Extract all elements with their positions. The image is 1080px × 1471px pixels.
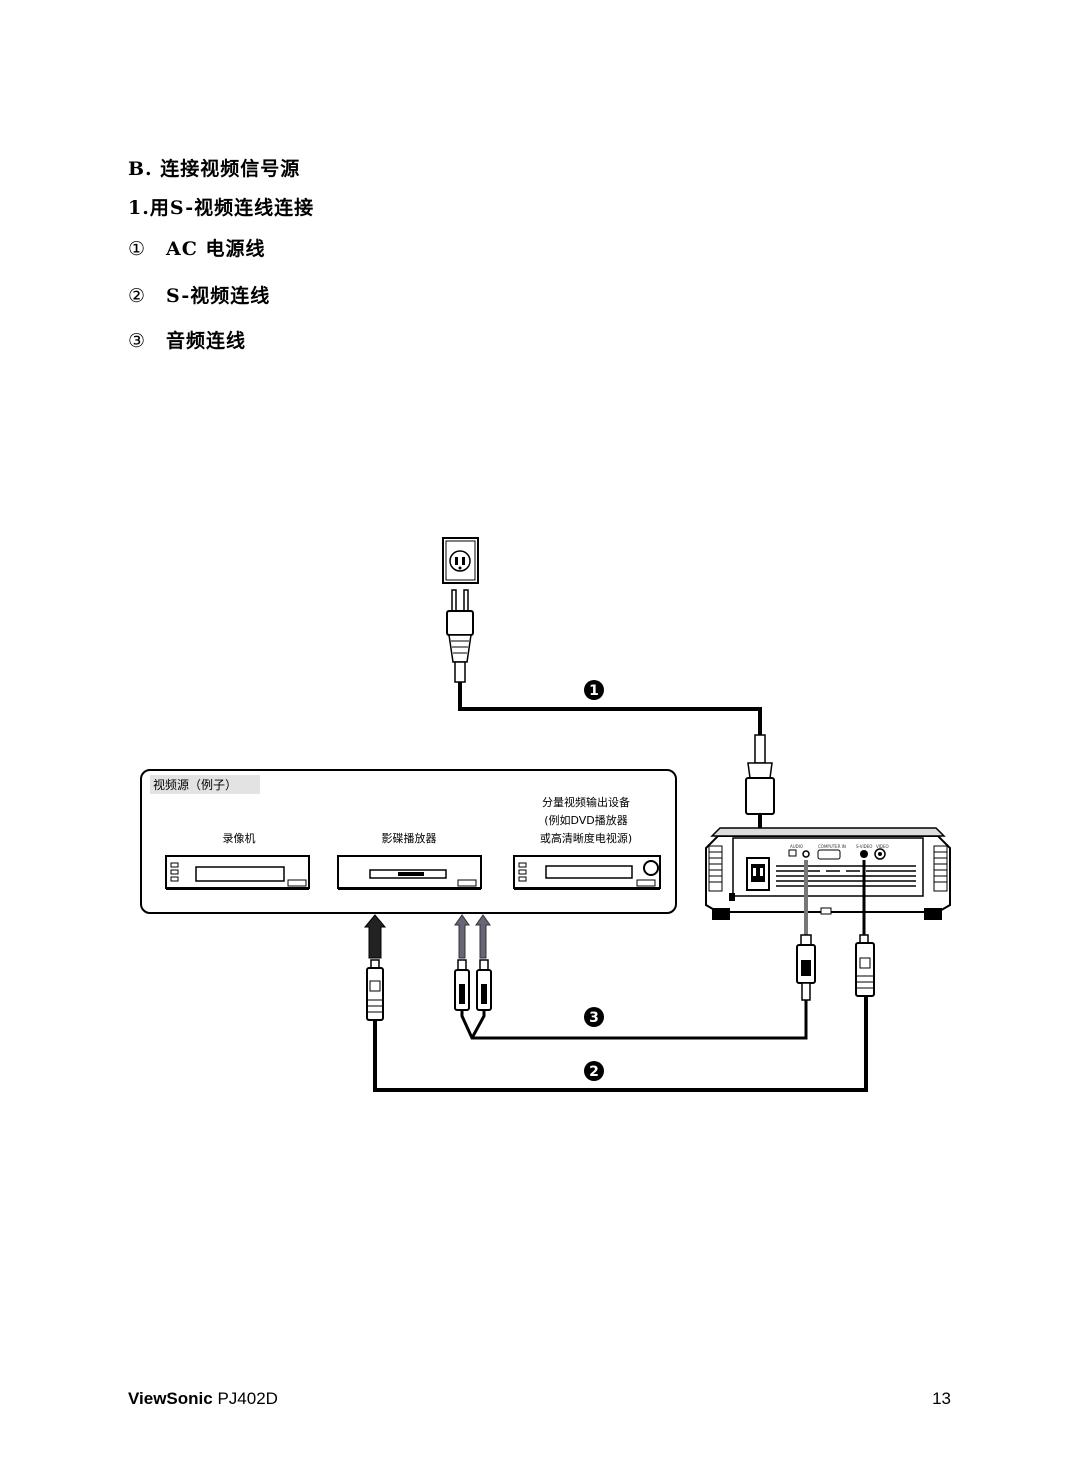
page-number: 13 [932, 1389, 951, 1408]
cable-item-s-video: ② S-视频连线 [128, 281, 270, 308]
ac-power-cable [458, 682, 762, 735]
component-device-icon [513, 855, 661, 890]
callout-2-badge: 2 [584, 1061, 604, 1081]
svg-text:3: 3 [589, 1010, 599, 1026]
device-label-component-line-1: 分量视频输出设备 [542, 795, 630, 809]
circled-number-2-icon: ② [128, 285, 147, 307]
audio-cable-branch [470, 1010, 486, 1039]
video-source-box: 视频源（例子） 录像机 影碟播放器 分量视频输出设备 (例如DVD播放器 或高清… [140, 769, 677, 914]
footer-brand-model: ViewSonic PJ402D [128, 1389, 278, 1409]
port-label-s-video: S-VIDEO [856, 844, 872, 849]
projector-s-video-plug-icon [855, 860, 875, 997]
callout-3-badge: 3 [584, 1007, 604, 1027]
device-label-component-line-2: (例如DVD播放器 [544, 813, 628, 827]
footer-brand: ViewSonic [128, 1389, 213, 1408]
audio-input-arrows-icon [454, 914, 491, 959]
section-subheading: 1.用S-视频连线连接 [128, 197, 315, 219]
svg-text:1: 1 [589, 683, 599, 699]
dvd-player-icon [337, 855, 482, 890]
cable-item-ac-power: ① AC 电源线 [128, 234, 265, 261]
cable-item-label: AC 电源线 [166, 238, 266, 260]
device-label-component-line-3: 或高清晰度电视源) [540, 831, 632, 845]
port-label-audio: AUDIO [790, 844, 803, 849]
wall-outlet-icon [442, 537, 479, 584]
svg-text:2: 2 [589, 1064, 599, 1080]
ac-plug-icon [446, 589, 474, 683]
section-heading: B. 连接视频信号源 [128, 158, 301, 180]
s-video-plug-icon [366, 959, 384, 1021]
rca-audio-plugs-icon [454, 959, 492, 1011]
audio-cable [460, 1000, 808, 1040]
source-box-title: 视频源（例子） [153, 777, 237, 792]
projector-audio-plug-icon [796, 860, 816, 1001]
ac-connector-icon [745, 734, 775, 848]
vcr-icon [165, 855, 310, 890]
device-label-dvd: 影碟播放器 [382, 831, 437, 845]
callout-1-badge: 1 [584, 680, 604, 700]
circled-number-3-icon: ③ [128, 330, 147, 352]
cable-item-audio: ③ 音频连线 [128, 326, 246, 353]
circled-number-1-icon: ① [128, 238, 147, 260]
cable-item-label: S-视频连线 [166, 285, 271, 307]
port-label-computer-in: COMPUTER IN [818, 844, 846, 849]
device-label-vcr: 录像机 [223, 831, 256, 845]
cable-item-label: 音频连线 [166, 330, 247, 352]
s-video-cable [373, 996, 868, 1092]
port-label-video: VIDEO [876, 844, 889, 849]
projector-icon: AUDIO COMPUTER IN S-VIDEO VIDEO [705, 827, 951, 920]
s-video-input-arrow-icon [363, 914, 387, 959]
footer-model: PJ402D [217, 1389, 278, 1408]
